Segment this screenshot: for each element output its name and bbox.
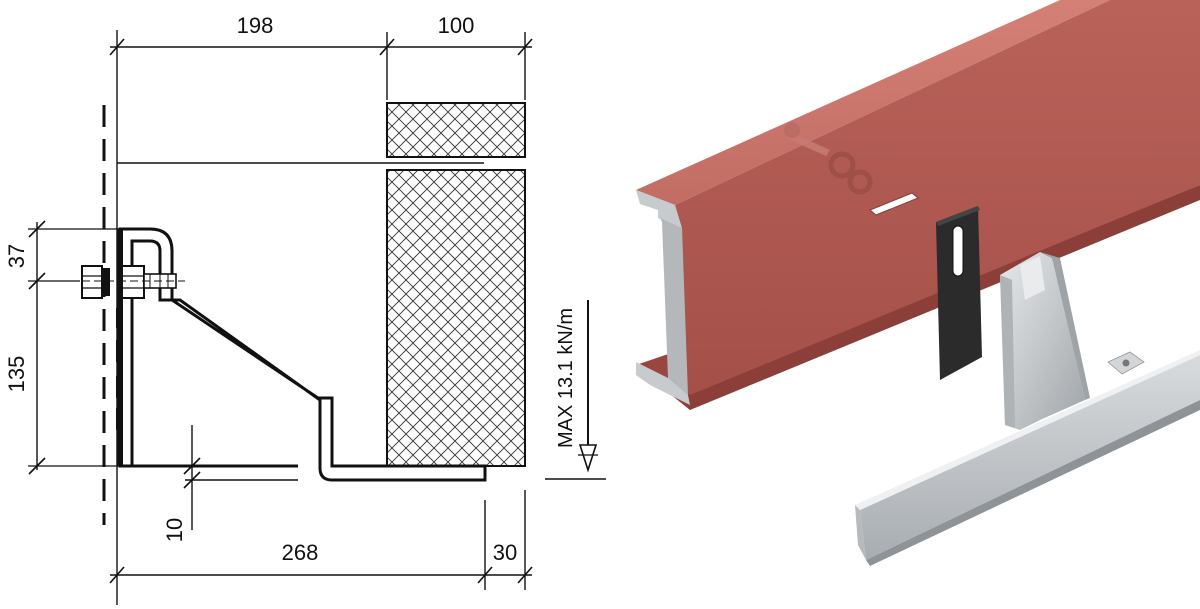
product-illustration — [636, 0, 1200, 566]
load-label: MAX 13.1 kN/m — [555, 308, 577, 448]
dim-label-37: 37 — [4, 244, 29, 268]
black-plate — [936, 206, 982, 380]
technical-drawing: 198 100 — [4, 13, 606, 605]
dim-label-135: 135 — [4, 356, 29, 393]
dim-label-268: 268 — [282, 540, 319, 565]
silver-bracket — [1000, 252, 1167, 430]
insulation-block-top — [386, 102, 526, 158]
insulation-block-main — [386, 169, 526, 467]
load-indicator: MAX 13.1 kN/m — [545, 300, 606, 480]
dim-label-100: 100 — [438, 13, 475, 38]
dim-label-10: 10 — [162, 518, 187, 542]
silver-angle-rail — [855, 350, 1200, 566]
dim-label-30: 30 — [493, 540, 517, 565]
bolt — [70, 265, 185, 299]
steel-channel-beam — [636, 0, 1200, 410]
bracket-profile — [118, 227, 487, 482]
dim-label-198: 198 — [237, 13, 274, 38]
